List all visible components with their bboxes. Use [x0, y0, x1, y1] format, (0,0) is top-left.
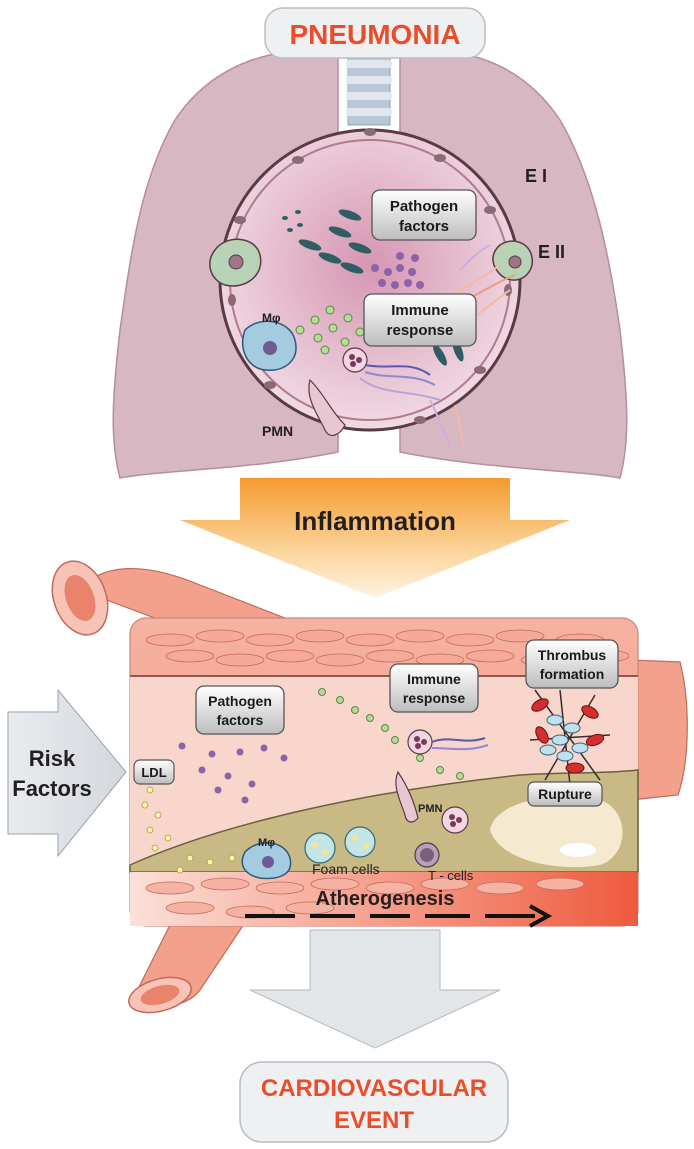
vessel-macrophage-label: Mφ [258, 837, 275, 849]
outcome-box: CARDIOVASCULAR EVENT [239, 1061, 509, 1143]
type-ii-cell-right [492, 240, 533, 281]
svg-text:factors: factors [399, 218, 449, 235]
svg-text:response: response [387, 322, 454, 339]
thrombus-formation-box: Thrombus formation [525, 639, 619, 689]
inflammation-label: Inflammation [294, 506, 456, 536]
vessel-pathogen-particles [178, 742, 288, 804]
macrophage-lung [242, 320, 297, 371]
vessel-cytokines [318, 688, 464, 780]
t-cells-label: T - cells [428, 868, 474, 883]
vessel-migrating-pmn [395, 770, 419, 823]
migrating-pmn [308, 378, 346, 437]
svg-text:response: response [403, 690, 465, 706]
svg-text:Thrombus: Thrombus [538, 647, 607, 663]
outcome-line2: EVENT [334, 1107, 414, 1134]
bacteria [282, 209, 464, 366]
svg-text:Pathogen: Pathogen [208, 693, 272, 709]
atherogenesis-arrow [245, 904, 553, 928]
svg-text:Immune: Immune [407, 671, 461, 687]
ldl-box: LDL [133, 759, 175, 785]
svg-text:formation: formation [540, 666, 605, 682]
inflammation-arrow: Inflammation [180, 478, 570, 598]
svg-text:Rupture: Rupture [538, 786, 592, 802]
svg-text:Risk: Risk [29, 746, 76, 771]
title-box: PNEUMONIA [264, 7, 486, 59]
vessel-section [129, 617, 639, 928]
epithelium-2-label: E II [538, 242, 565, 262]
svg-text:Factors: Factors [12, 776, 91, 801]
rupture-box: Rupture [527, 781, 603, 807]
vessel-pmn-label: PMN [418, 803, 443, 815]
type-ii-cell-left [209, 238, 262, 287]
vessel-immune-response-box: Immune response [389, 663, 479, 713]
atherogenesis-label: Atherogenesis [316, 888, 455, 910]
svg-text:factors: factors [217, 712, 264, 728]
foam-cells-label: Foam cells [312, 861, 380, 877]
pmn-lung-label: PMN [262, 423, 293, 439]
pathogen-particles [371, 252, 424, 289]
artery-tubes [51, 560, 688, 1014]
t-cell [414, 842, 440, 868]
outcome-line1: CARDIOVASCULAR [261, 1075, 487, 1102]
macrophage-lung-label: Mφ [262, 311, 281, 325]
vessel-neutrophil [407, 729, 489, 755]
page-title: PNEUMONIA [289, 19, 460, 50]
lung-pathogen-factors-box: Pathogen factors [371, 189, 477, 241]
vessel-pathogen-factors-box: Pathogen factors [195, 685, 285, 735]
vessel-macrophage [241, 842, 292, 880]
cytokines [295, 305, 365, 355]
ldl-particles [141, 786, 236, 874]
lung-immune-response-box: Immune response [363, 293, 477, 347]
epithelium-1-label: E I [525, 166, 547, 186]
svg-text:Immune: Immune [391, 302, 449, 319]
down-arrow [249, 929, 501, 1049]
thrombus [529, 689, 611, 786]
risk-factors-arrow: Risk Factors [7, 688, 127, 858]
svg-text:LDL: LDL [141, 765, 166, 780]
foam-cells [304, 826, 376, 864]
neutrophil-lung [342, 347, 368, 373]
vessel-pmn-cell [441, 806, 469, 834]
svg-text:Pathogen: Pathogen [390, 198, 458, 215]
trachea [346, 54, 392, 126]
